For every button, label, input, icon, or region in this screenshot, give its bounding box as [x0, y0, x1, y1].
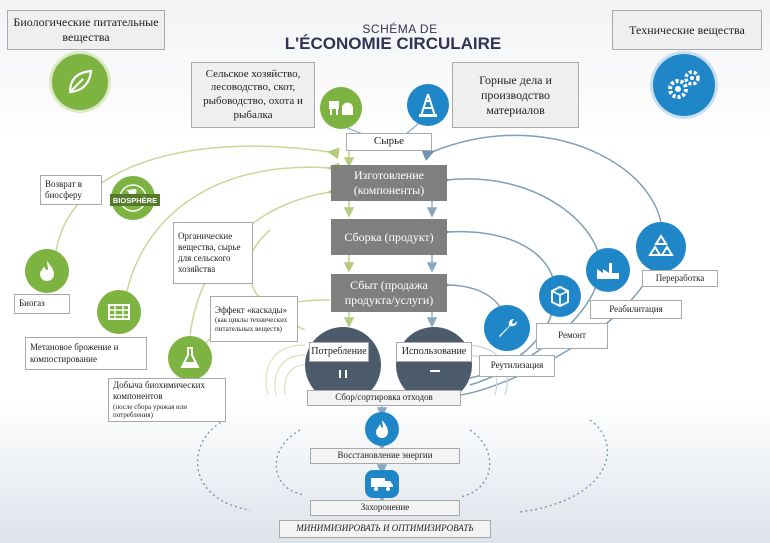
leaf-icon — [52, 54, 108, 110]
mining-box: Горные дела и производство материалов — [452, 62, 579, 128]
crate-icon — [97, 290, 141, 334]
reuse-label: Реутилизация — [479, 355, 555, 377]
biochemical-main: Добыча биохимических компонентов — [113, 380, 205, 402]
cascade-note: (как циклы технических питательных вещес… — [215, 315, 288, 333]
organic-matter-label: Органические вещества, сырье для сельско… — [173, 222, 253, 284]
gears-icon — [653, 54, 715, 116]
recycling-label: Переработка — [642, 270, 718, 287]
consumption-label: Потребление — [309, 342, 369, 362]
energy-recovery-box: Восстановление энергии — [310, 448, 460, 464]
repair-label: Ремонт — [536, 323, 608, 349]
cascade-effect-label: Эффект «каскады» (как циклы технических … — [210, 296, 298, 342]
cascade-main: Эффект «каскады» — [215, 304, 288, 315]
bio-arc-2 — [124, 162, 340, 301]
factory-icon — [586, 248, 630, 292]
wrench-icon — [484, 305, 530, 351]
recycle-icon — [636, 222, 686, 272]
dotted-left-arc — [196, 419, 251, 511]
bio-cascade-1 — [265, 344, 306, 396]
rehabilitation-label: Реабилитация — [590, 300, 682, 319]
animals-icon — [320, 87, 362, 129]
collection-box: Сбор/сортировка отходов — [307, 390, 461, 406]
dotted-right-inner — [459, 429, 491, 498]
truck-icon — [365, 470, 399, 498]
usage-glyph — [430, 370, 440, 378]
consumption-glyph — [339, 370, 347, 378]
biochemical-note: (после сбора урожая или потребления) — [113, 402, 188, 420]
assembly-box: Сборка (продукт) — [331, 219, 447, 255]
title-line-2: L'ÉCONOMIE CIRCULAIRE — [284, 34, 502, 53]
return-biosphere-label: Возврат в биосферу — [40, 175, 102, 205]
dotted-left-inner — [275, 429, 306, 496]
bio-cascade-2 — [274, 354, 306, 396]
box-icon — [539, 275, 581, 317]
burial-box: Захоронение — [310, 500, 460, 516]
biogas-label: Биогаз — [14, 294, 70, 314]
technical-nutrients-label: Технические вещества — [612, 10, 762, 50]
biochemical-extraction-label: Добыча биохимических компонентов (после … — [108, 378, 226, 422]
sales-box: Сбыт (продажа продукта/услуги) — [331, 274, 447, 312]
minimize-box: МИНИМИЗИРОВАТЬ И ОПТИМИЗИРОВАТЬ — [279, 520, 491, 538]
manufacture-box: Изготовление (компоненты) — [331, 165, 447, 201]
agriculture-box: Сельское хозяйство, лесоводство, скот, р… — [191, 62, 315, 128]
methane-compost-label: Метановое брожение и компостирование — [25, 337, 147, 370]
dotted-right-arc — [519, 419, 608, 513]
bio-cascade-3 — [283, 364, 306, 396]
biosphere-badge: BIOSPHÈRE — [110, 194, 160, 206]
flame-bio-icon — [25, 249, 69, 293]
biological-nutrients-label: Биологические питательные вещества — [7, 10, 165, 50]
raw-materials-box: Сырье — [346, 133, 432, 151]
flask-icon — [168, 336, 212, 380]
oil-derrick-icon — [407, 84, 449, 126]
title-line-1: SCHÉMA DE — [362, 22, 438, 36]
usage-label: Использование — [396, 342, 472, 362]
bio-arc-outer — [54, 145, 340, 263]
flame-icon — [365, 412, 399, 446]
